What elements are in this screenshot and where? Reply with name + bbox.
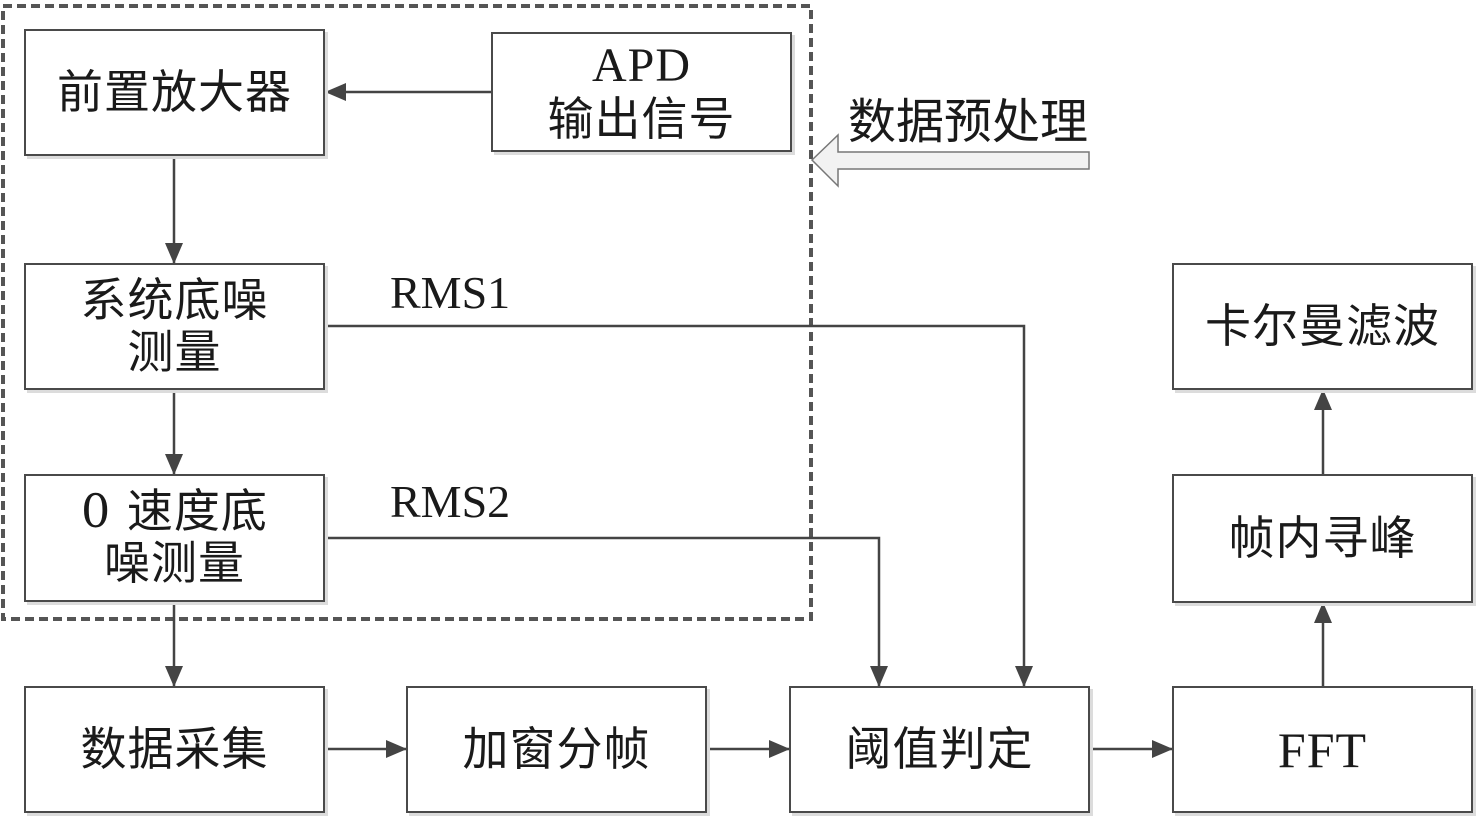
node-data-acquisition-label: 数据采集 (80, 721, 269, 776)
node-system-noise-label-line1: 系统底噪 (80, 272, 269, 327)
node-data-acquisition: 数据采集 (24, 686, 325, 813)
edge-rms1-to-threshold (324, 324, 1033, 687)
node-system-noise-label-line2: 测量 (127, 324, 222, 379)
node-window-framing-label: 加窗分帧 (462, 721, 651, 776)
node-fft: FFT (1172, 686, 1473, 813)
node-peak-search-label: 帧内寻峰 (1228, 510, 1417, 565)
node-fft-label: FFT (1277, 721, 1368, 778)
node-window-framing: 加窗分帧 (406, 686, 707, 813)
node-kalman-filter-label: 卡尔曼滤波 (1205, 298, 1440, 353)
node-threshold-decision: 阈值判定 (789, 686, 1090, 813)
node-zero-speed-noise-label-line1: 0 速度底 (81, 484, 268, 539)
node-system-noise: 系统底噪 测量 (24, 263, 325, 390)
node-apd-output: APD 输出信号 (491, 32, 792, 152)
node-apd-label-line1: APD (591, 38, 692, 92)
node-apd-label-line2: 输出信号 (547, 92, 736, 147)
node-kalman-filter: 卡尔曼滤波 (1172, 263, 1473, 390)
edge-label-rms2: RMS2 (390, 476, 511, 527)
node-preamp: 前置放大器 (24, 29, 325, 156)
preprocessing-region-border (1, 4, 813, 621)
node-preamp-label: 前置放大器 (57, 64, 292, 119)
preprocessing-hollow-arrow (810, 133, 1090, 188)
edge-label-rms1: RMS1 (390, 267, 511, 318)
node-zero-speed-noise-label-line2: 噪测量 (104, 536, 245, 590)
node-zero-speed-noise: 0 速度底 噪测量 (24, 474, 325, 602)
region-label-preprocessing: 数据预处理 (848, 94, 1089, 150)
node-peak-search: 帧内寻峰 (1172, 474, 1473, 603)
edge-rms2-to-threshold (324, 536, 888, 687)
node-threshold-decision-label: 阈值判定 (845, 721, 1034, 776)
